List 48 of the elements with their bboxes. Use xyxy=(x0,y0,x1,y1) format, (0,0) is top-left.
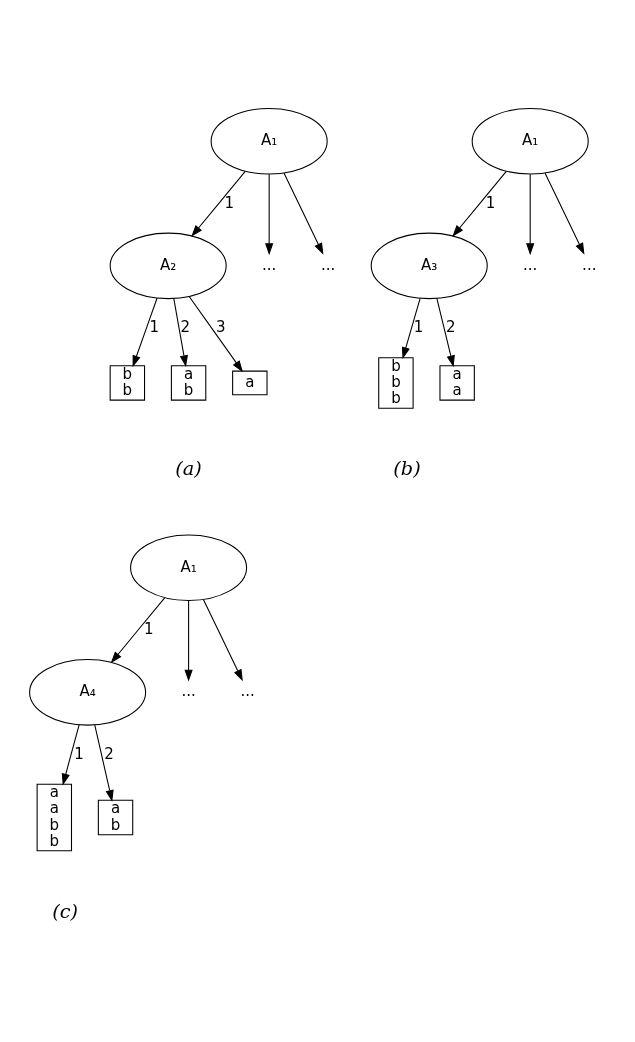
arrow xyxy=(283,172,324,255)
edge-label: 1 xyxy=(413,318,424,337)
edge-label: 1 xyxy=(224,193,235,212)
node-text: ... xyxy=(582,255,597,274)
edge-label: 1 xyxy=(485,193,496,212)
node-ellipse: A₁ xyxy=(210,107,328,175)
node-box: b b xyxy=(109,365,146,401)
label: (a) xyxy=(175,457,202,481)
arrow xyxy=(132,297,158,368)
node-box: a xyxy=(232,370,268,396)
label: (b) xyxy=(393,457,421,481)
edge-label: 3 xyxy=(216,318,226,337)
node-box: a b xyxy=(170,365,207,401)
node-ellipse: A₃ xyxy=(370,232,488,300)
node-text: ... xyxy=(240,682,255,701)
arrow xyxy=(452,170,507,237)
arrow xyxy=(110,597,166,664)
arrow xyxy=(401,297,421,359)
arrow xyxy=(94,724,114,802)
edge-label: 1 xyxy=(74,744,84,763)
arrow xyxy=(544,172,585,255)
edge-label: 1 xyxy=(144,620,154,639)
node-text: ... xyxy=(321,255,336,274)
arrow xyxy=(173,298,188,368)
edge-label: 2 xyxy=(104,744,114,763)
arrow xyxy=(184,600,193,682)
node-box: a a xyxy=(439,365,475,401)
node-box: b b b xyxy=(378,357,414,409)
node-text: ... xyxy=(261,255,277,274)
node-box: a a b b xyxy=(36,783,73,852)
node-text: ... xyxy=(523,255,538,274)
arrow xyxy=(436,297,455,368)
node-text: ... xyxy=(181,682,196,701)
label: (c) xyxy=(52,899,79,923)
node-ellipse: A₄ xyxy=(29,659,147,726)
arrow xyxy=(191,170,246,237)
arrow xyxy=(188,296,243,373)
arrow xyxy=(61,724,80,786)
node-ellipse: A₂ xyxy=(109,232,227,300)
node-ellipse: A₁ xyxy=(130,534,248,602)
node-ellipse: A₁ xyxy=(471,107,589,175)
node-box: a b xyxy=(97,799,134,836)
arrow xyxy=(202,599,243,682)
edge-label: 2 xyxy=(445,318,456,337)
edge-label: 1 xyxy=(149,318,159,337)
edge-label: 2 xyxy=(180,318,191,337)
arrow xyxy=(265,173,274,256)
arrow xyxy=(526,173,535,256)
